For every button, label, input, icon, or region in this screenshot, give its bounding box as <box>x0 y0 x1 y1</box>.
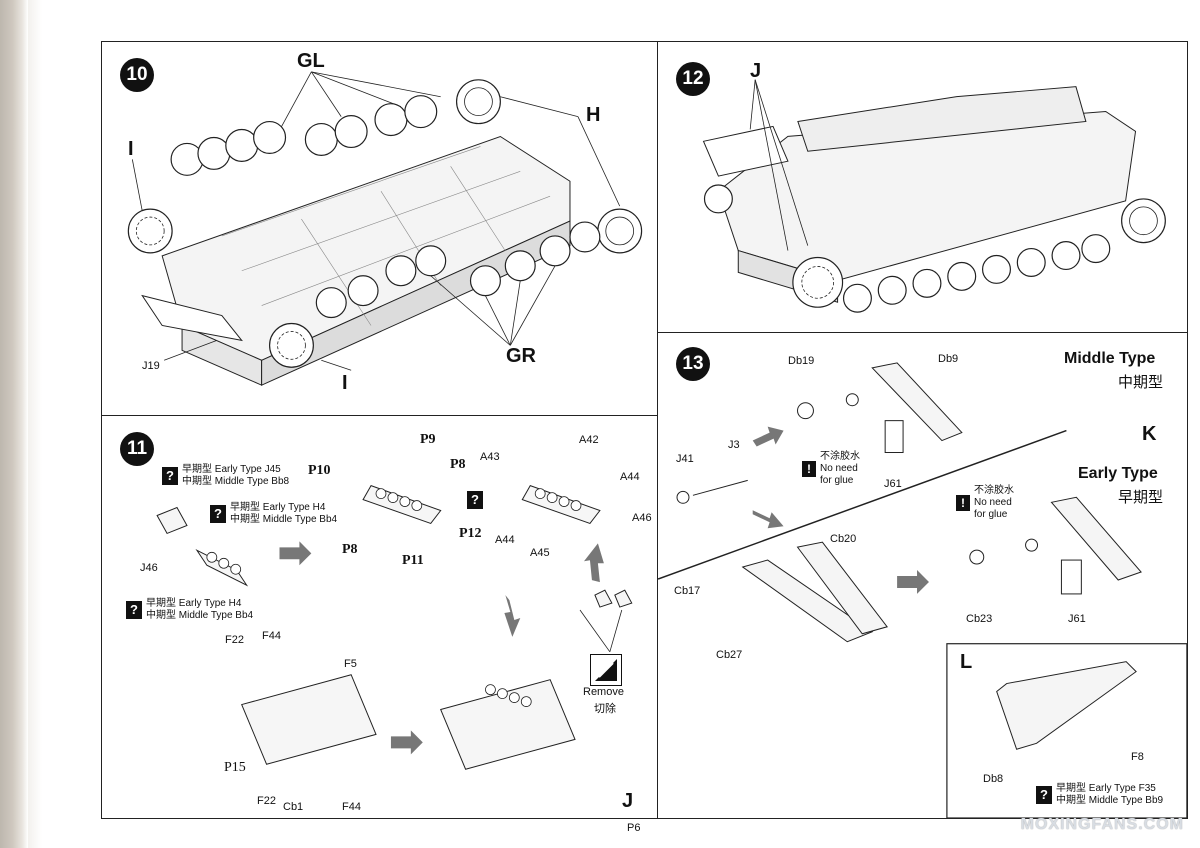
step-11-track-drawing <box>156 485 633 770</box>
part-label-j61: J61 <box>884 478 902 490</box>
part-label-db9: Db9 <box>938 353 959 365</box>
middle-type-title-cn: 中期型 <box>1118 374 1164 391</box>
subassembly-label-j: J <box>750 60 762 82</box>
step-number-badge: 12 <box>676 62 710 96</box>
no-glue-cn: 不涂胶水 <box>974 485 1014 496</box>
part-label-cb20: Cb20 <box>830 533 857 545</box>
part-label-f5: F5 <box>344 658 357 670</box>
step-12-hull-drawing <box>702 79 1166 313</box>
part-label-i-bottom: I <box>342 372 348 394</box>
no-glue-cn: 不涂胶水 <box>820 451 860 462</box>
part-label-f44: F44 <box>262 630 281 642</box>
step-12-panel: 12 J <box>657 41 1188 333</box>
part-label-f44: F44 <box>342 801 361 813</box>
subassembly-label-j: J <box>622 790 634 812</box>
part-label-p11: P11 <box>402 553 424 568</box>
variant-note-line: 早期型 Early Type J45 <box>182 464 281 475</box>
early-type-title-cn: 早期型 <box>1118 489 1164 506</box>
part-label-p8: P8 <box>450 457 466 472</box>
subassembly-label-l: L <box>960 651 973 673</box>
step-13-side-plate-drawing <box>658 362 1187 818</box>
part-label-a44: A44 <box>495 534 515 546</box>
middle-type-title: Middle Type <box>1064 350 1156 367</box>
question-icon: ? <box>467 491 483 509</box>
step-13-panel: 13 Middle Type 中期型 K Early Type 早期型 Db19… <box>657 332 1188 819</box>
step-number-badge: 11 <box>120 432 154 466</box>
part-label-f8: F8 <box>1131 751 1144 763</box>
part-label-j61: J61 <box>1068 613 1086 625</box>
question-icon: ? <box>210 505 226 523</box>
exclamation-icon: ! <box>956 495 970 511</box>
variant-note-line: 中期型 Middle Type Bb8 <box>182 476 290 487</box>
part-label-p10: P10 <box>308 463 331 478</box>
divider-label-k: K <box>1142 423 1157 445</box>
part-label-j19: J19 <box>142 360 160 372</box>
part-label-a43: A43 <box>480 451 500 463</box>
part-label-cb1: Cb1 <box>283 801 304 813</box>
page-number: P6 <box>627 822 641 834</box>
part-label-gl: GL <box>297 50 325 72</box>
part-label-p15: P15 <box>224 760 246 775</box>
part-label-f22: F22 <box>225 634 244 646</box>
step-10-chassis-drawing <box>127 71 643 386</box>
page-edge-shadow <box>0 0 28 848</box>
part-label-j41: J41 <box>676 453 694 465</box>
question-icon: ? <box>162 467 178 485</box>
part-label-j46: J46 <box>140 562 158 574</box>
part-label-p9: P9 <box>420 432 436 447</box>
remove-label-cn: 切除 <box>594 703 616 715</box>
page-edge-fade <box>28 0 42 848</box>
question-icon: ? <box>126 601 142 619</box>
variant-note-line: 中期型 Middle Type Bb4 <box>146 610 254 621</box>
part-label-cb17: Cb17 <box>674 585 701 597</box>
variant-note-line: 中期型 Middle Type Bb9 <box>1056 795 1164 806</box>
part-label-db8: Db8 <box>983 773 1004 785</box>
step-number-badge: 13 <box>676 347 710 381</box>
part-label-a44: A44 <box>620 471 640 483</box>
part-label-f22: F22 <box>257 795 276 807</box>
cutter-icon <box>590 654 622 686</box>
variant-note-line: 早期型 Early Type F35 <box>1056 783 1156 794</box>
part-label-db19: Db19 <box>788 355 815 367</box>
part-label-i-top: I <box>128 138 134 160</box>
part-label-a45: A45 <box>530 547 550 559</box>
part-label-a46: A46 <box>632 512 652 524</box>
no-glue-en: No need <box>974 497 1012 508</box>
exclamation-icon: ! <box>802 461 816 477</box>
variant-note-line: 中期型 Middle Type Bb4 <box>230 514 338 525</box>
step-number-badge: 10 <box>120 58 154 92</box>
part-label-a42: A42 <box>579 434 599 446</box>
part-label-p8: P8 <box>342 542 358 557</box>
variant-note-line: 早期型 Early Type H4 <box>230 502 326 513</box>
watermark: MOXINGFANS.COM <box>1020 816 1184 833</box>
no-glue-en: No need <box>820 463 858 474</box>
part-label-cb23: Cb23 <box>966 613 993 625</box>
part-label-gr: GR <box>506 345 536 367</box>
no-glue-en: for glue <box>974 509 1008 520</box>
part-label-j3: J3 <box>728 439 740 451</box>
no-glue-en: for glue <box>820 475 854 486</box>
part-label-h: H <box>586 104 601 126</box>
variant-note-line: 早期型 Early Type H4 <box>146 598 242 609</box>
step-10-panel: 10 GL H I I GR J19 <box>101 41 658 416</box>
early-type-title: Early Type <box>1078 465 1158 482</box>
question-icon: ? <box>1036 786 1052 804</box>
remove-label-en: Remove <box>583 686 624 698</box>
part-label-p12: P12 <box>459 526 482 541</box>
part-label-cb27: Cb27 <box>716 649 743 661</box>
